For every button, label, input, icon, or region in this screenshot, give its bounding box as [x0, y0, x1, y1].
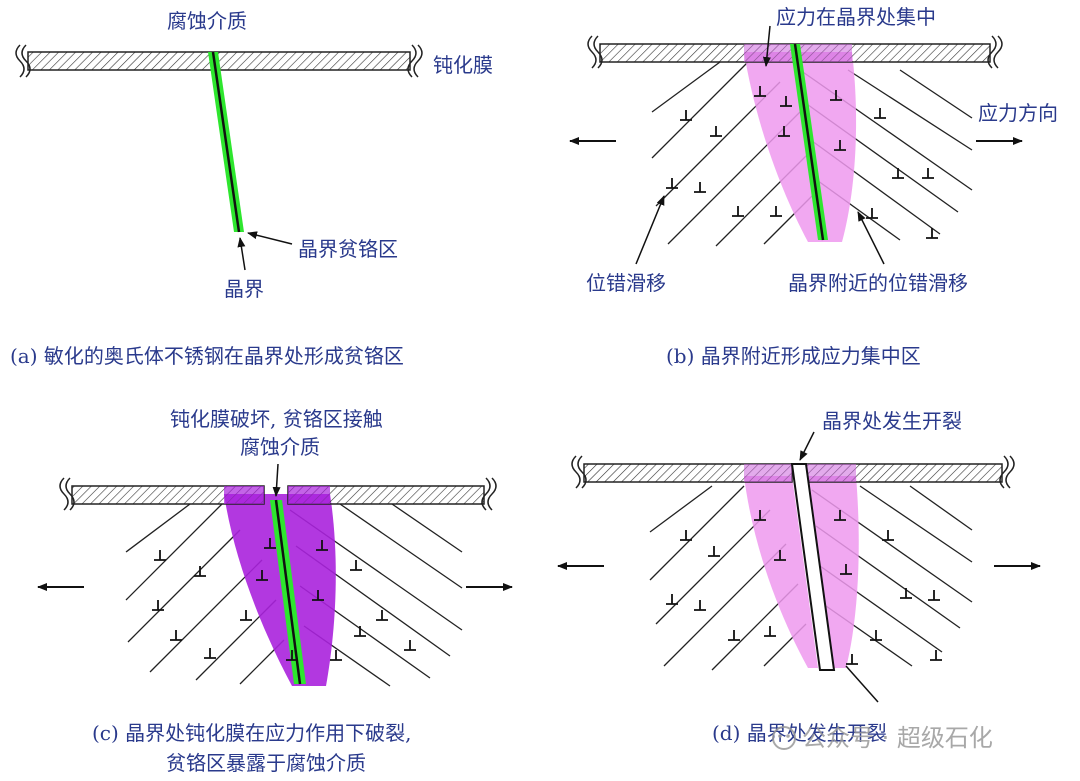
stress-zone-right-d: [806, 476, 859, 668]
panel-a: 腐蚀介质 钝化膜 晶界贫铬区 晶界 (a) 敏化的奥氏体不锈钢在晶界处形成贫铬区: [10, 9, 493, 368]
break-mark-left-d: [571, 455, 587, 489]
dislocation-symbols-d: [666, 510, 942, 665]
wechat-icon: [772, 726, 796, 750]
exposed-depleted-zone-c: [224, 494, 336, 686]
pointer-crack-bottom-d: [845, 665, 879, 703]
break-mark-left-b: [587, 35, 603, 69]
dislocation-symbols-c: [152, 538, 416, 661]
watermark-account: 公众号 · 超级石化: [802, 724, 993, 752]
stress-zone-left-d: [744, 476, 818, 668]
break-mark-right-a: [407, 44, 423, 78]
label-crack-d: 晶界处发生开裂: [822, 409, 962, 433]
panel-c: 钝化膜破坏, 贫铬区接触 腐蚀介质 (c) 晶界处钝化膜在应力作用下破裂, 贫铬…: [37, 407, 513, 775]
stress-concentration-zone-b: [744, 52, 857, 242]
arrow-slip-near-b: [857, 211, 885, 265]
film-stress-left-d: [744, 464, 792, 482]
break-mark-left-c: [59, 477, 75, 511]
break-mark-right-d: [999, 455, 1015, 489]
caption-c-line1: (c) 晶界处钝化膜在应力作用下破裂,: [92, 721, 412, 745]
label-grain-boundary-a: 晶界: [224, 277, 264, 301]
panel-d: 晶界处发生开裂 (d) 晶界处发生开裂: [557, 409, 1041, 745]
arrow-slip-b: [635, 195, 665, 265]
label-stress-concentration-b: 应力在晶界处集中: [776, 5, 936, 29]
film-exposed-right-c: [288, 486, 330, 504]
label-film-break-line2-c: 腐蚀介质: [240, 435, 320, 459]
caption-c-line2: 贫铬区暴露于腐蚀介质: [166, 751, 366, 775]
break-mark-right-b: [987, 35, 1003, 69]
arrow-crack-d: [799, 431, 815, 461]
dislocation-symbols-b: [666, 86, 938, 239]
grain-boundary-b: [793, 43, 825, 241]
film-exposed-left-c: [224, 486, 264, 504]
grain-boundary-a: [211, 51, 241, 233]
grain-boundary-c: [274, 499, 302, 685]
label-slip-near-b: 晶界附近的位错滑移: [788, 271, 968, 295]
panel-b: 应力在晶界处集中 应力方向 位错滑移 晶界附近的位错滑移 (b) 晶界附近形成应…: [569, 5, 1058, 368]
label-slip-b: 位错滑移: [586, 271, 666, 295]
crack-d: [790, 463, 836, 671]
arrow-film-break-c: [272, 463, 281, 497]
film-stress-right-d: [806, 464, 856, 482]
label-film-break-line1-c: 钝化膜破坏, 贫铬区接触: [170, 407, 383, 431]
caption-b: (b) 晶界附近形成应力集中区: [666, 344, 921, 368]
label-corrosion-medium-a: 腐蚀介质: [167, 9, 247, 33]
caption-a: (a) 敏化的奥氏体不锈钢在晶界处形成贫铬区: [10, 344, 404, 368]
arrow-boundary-a: [237, 237, 246, 271]
break-mark-right-c: [481, 477, 497, 511]
label-passive-film-a: 钝化膜: [433, 53, 493, 77]
arrow-stress-conc-b: [762, 25, 771, 67]
break-mark-left-a: [15, 44, 31, 78]
label-stress-direction-b: 应力方向: [978, 101, 1058, 125]
label-depleted-zone-a: 晶界贫铬区: [298, 237, 398, 261]
watermark: 公众号 · 超级石化: [772, 724, 993, 752]
arrow-depleted-a: [247, 231, 293, 245]
caption-d: (d) 晶界处发生开裂: [712, 721, 887, 745]
